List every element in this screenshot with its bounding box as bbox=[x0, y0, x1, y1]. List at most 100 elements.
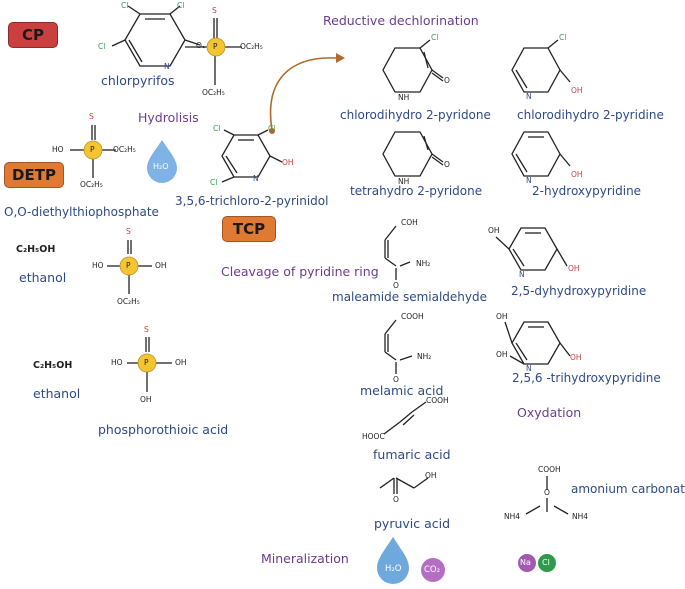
tcp-label: 3,5,6-trichloro-2-pyrinidol bbox=[175, 194, 329, 208]
amonium-carbonate-label: amonium carbonate bbox=[571, 482, 685, 496]
sodium-ion-icon bbox=[518, 554, 536, 572]
fumaric-bonds bbox=[383, 401, 427, 435]
cleavage-label: Cleavage of pyridine ring bbox=[221, 264, 379, 279]
mineralization-label: Mineralization bbox=[261, 551, 349, 566]
atom-label: Cl bbox=[177, 1, 185, 10]
maleamide-bonds bbox=[384, 225, 411, 280]
atom-label: Cl bbox=[213, 124, 221, 133]
reaction-arrow-origin bbox=[269, 128, 275, 134]
chlorpyrifos-p-bonds bbox=[185, 18, 242, 85]
ethanol1-label: ethanol bbox=[19, 270, 67, 285]
atom-label: N bbox=[253, 174, 259, 183]
atom-label: OC₂H₅ bbox=[202, 88, 225, 97]
phosphorus-atom bbox=[206, 37, 226, 57]
chlorodihydro-pyridone-label: chlorodihydro 2-pyridone bbox=[340, 108, 491, 122]
phosphorus-atom bbox=[137, 353, 157, 373]
co2-label: CO₂ bbox=[424, 565, 441, 575]
atom-label: COOH bbox=[401, 312, 424, 321]
melamic-label: melamic acid bbox=[360, 383, 444, 398]
atom-label: N bbox=[526, 92, 532, 101]
ethanol1-formula: C₂H₅OH bbox=[16, 244, 56, 255]
atom-label: COH bbox=[401, 218, 418, 227]
tetrahydro-pyridone-ring bbox=[382, 131, 444, 177]
atom-label: Cl bbox=[268, 124, 276, 133]
atom-label: OC₂H₅ bbox=[117, 297, 140, 306]
dyhydroxypyridine-ring bbox=[495, 227, 568, 271]
atom-label: OH bbox=[496, 312, 508, 321]
atom-label: P bbox=[90, 145, 95, 154]
atom-label: OC₂H₅ bbox=[240, 42, 263, 51]
pyruvic-bonds bbox=[379, 477, 429, 494]
atom-label: O bbox=[444, 76, 450, 85]
atom-label: Cl bbox=[121, 1, 129, 10]
atom-label: OH bbox=[571, 86, 583, 95]
chloride-ion-icon bbox=[538, 554, 556, 572]
atom-label: N bbox=[164, 62, 170, 71]
atom-label: S bbox=[126, 227, 131, 236]
ethanol2-label: ethanol bbox=[33, 386, 81, 401]
atom-label: OH bbox=[140, 395, 152, 404]
atom-label: Cl bbox=[98, 42, 106, 51]
atom-label: COOH bbox=[426, 396, 449, 405]
atom-label: S bbox=[89, 112, 94, 121]
atom-label: HO bbox=[92, 261, 104, 270]
water-drop-icon bbox=[147, 140, 177, 183]
atom-label: O bbox=[444, 160, 450, 169]
atom-label: O bbox=[196, 41, 202, 50]
atom-label: O bbox=[393, 495, 399, 504]
atom-label: OH bbox=[568, 264, 580, 273]
atom-label: HO bbox=[111, 358, 123, 367]
atom-label: OC₂H₅ bbox=[113, 145, 136, 154]
atom-label: OH bbox=[282, 158, 294, 167]
oxydation-label: Oxydation bbox=[517, 405, 582, 420]
reductive-dechlorination-label: Reductive dechlorination bbox=[323, 13, 479, 28]
atom-label: Cl bbox=[431, 33, 439, 42]
atom-label: P bbox=[144, 358, 149, 367]
atom-label: NH4 bbox=[572, 512, 589, 521]
ethanol1-p-bonds bbox=[107, 240, 152, 294]
atom-label: NH bbox=[398, 177, 410, 186]
atom-label: NH₂ bbox=[417, 352, 432, 361]
atom-label: NH₂ bbox=[416, 259, 431, 268]
atom-label: OH bbox=[496, 350, 508, 359]
reaction-arrow-head bbox=[336, 53, 345, 63]
co2-molecule-icon bbox=[421, 558, 445, 582]
water-drop-icon bbox=[377, 537, 409, 584]
atom-label: OH bbox=[488, 226, 500, 235]
atom-label: O bbox=[544, 488, 550, 497]
ethanol2-formula: C₂H₅OH bbox=[33, 360, 73, 371]
pyruvic-label: pyruvic acid bbox=[374, 516, 451, 531]
atom-label: O bbox=[393, 375, 399, 384]
atom-label: O bbox=[393, 281, 399, 290]
detp-bonds bbox=[70, 125, 116, 178]
atom-label: OH bbox=[155, 261, 167, 270]
hydroxypyridine-label: 2-hydroxypyridine bbox=[532, 184, 642, 198]
melamic-bonds bbox=[384, 319, 413, 374]
atom-label: P bbox=[126, 261, 131, 270]
fumaric-label: fumaric acid bbox=[373, 447, 451, 462]
water-final-label: H₂O bbox=[385, 564, 402, 574]
atom-label: S bbox=[212, 6, 217, 15]
na-label: Na bbox=[520, 558, 531, 567]
atom-label: COOH bbox=[538, 465, 561, 474]
tcp-ring bbox=[221, 129, 283, 183]
dyhydroxypyridine-label: 2,5-dyhydroxypyridine bbox=[511, 284, 647, 298]
phosphorothioic-bonds bbox=[127, 337, 172, 392]
maleamide-label: maleamide semialdehyde bbox=[332, 290, 488, 304]
detp-label: O,O-diethylthiophosphate bbox=[4, 205, 159, 219]
atom-label: NH4 bbox=[504, 512, 521, 521]
atom-label: OH bbox=[425, 471, 437, 480]
chlorodihydro-pyridine-label: chlorodihydro 2-pyridine bbox=[517, 108, 664, 122]
atom-label: Cl bbox=[210, 178, 218, 187]
atom-label: OH bbox=[175, 358, 187, 367]
atom-label: OC₂H₅ bbox=[80, 180, 103, 189]
hydrolisis-label: Hydrolisis bbox=[138, 110, 199, 125]
chlorpyrifos-ring bbox=[111, 5, 205, 67]
chlorodihydro-pyridine-ring bbox=[511, 39, 571, 93]
reaction-arrow bbox=[269, 57, 337, 131]
atom-label: HOOC bbox=[362, 432, 385, 441]
atom-label: N bbox=[519, 270, 525, 279]
atom-label: N bbox=[526, 176, 532, 185]
tetrahydro-pyridone-label: tetrahydro 2-pyridone bbox=[350, 184, 483, 198]
